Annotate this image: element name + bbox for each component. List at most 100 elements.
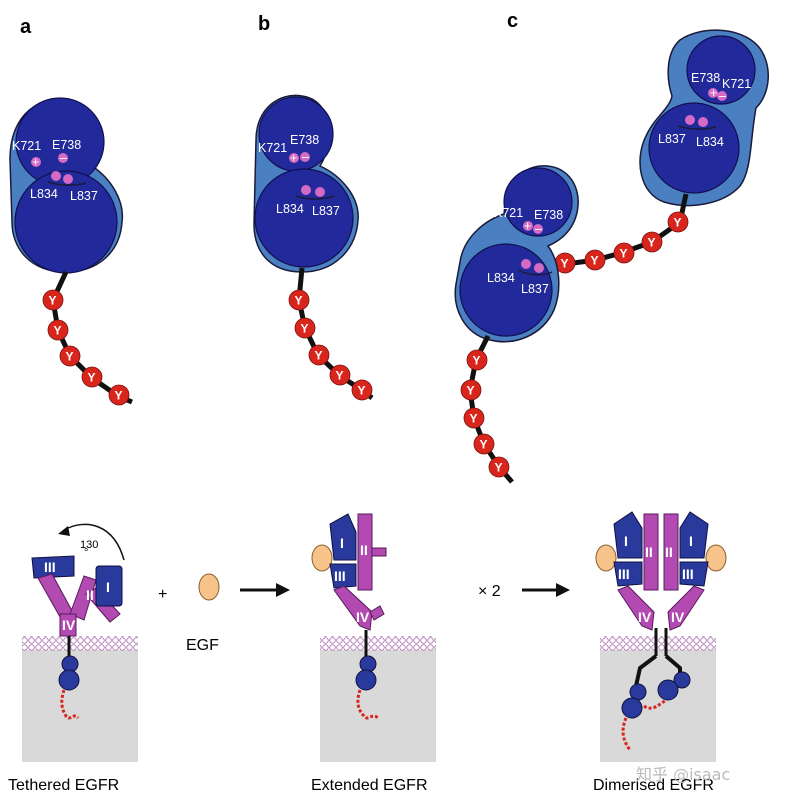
tyrosine-label: Y xyxy=(49,294,57,308)
domain-i-left xyxy=(613,511,643,559)
panel-label-b: b xyxy=(258,13,270,35)
dimerised-egfr: I III II IV I III II IV Dimerised EGFR xyxy=(593,511,727,794)
kinase-dimer-right-n xyxy=(673,671,691,689)
kinase-c-upper-n-lobe xyxy=(686,35,756,105)
extended-egfr: I III II IV Extended EGFR xyxy=(311,513,436,794)
kinase-c-upper-plus: + xyxy=(710,86,717,100)
kinase-c-link-tyrosines: Y Y Y Y Y xyxy=(554,211,689,274)
kinase-a-l834-marker xyxy=(51,171,61,181)
domain-i-right xyxy=(679,511,709,559)
domain-ii-left xyxy=(643,513,659,591)
domain-iii-label-ext: III xyxy=(334,568,346,584)
kinase-c-upper-k721-label: K721 xyxy=(722,77,751,91)
tyrosine-marker xyxy=(488,456,510,478)
kinase-c-upper-c-lobe xyxy=(648,102,740,194)
domain-iv-extended xyxy=(333,585,373,631)
egf-label: EGF xyxy=(186,637,219,654)
tyrosine-label: Y xyxy=(674,216,682,230)
tyrosine-label: Y xyxy=(115,389,123,403)
domain-iv-left xyxy=(617,585,655,631)
kinase-c-lower-l834-label: L834 xyxy=(487,271,515,285)
watermark: 知乎 @isaac xyxy=(636,765,730,784)
membrane-extended xyxy=(320,636,436,651)
kinase-c-lower-l834-marker xyxy=(521,259,531,269)
kinase-b-l834-label: L834 xyxy=(276,202,304,216)
domain-iii-right xyxy=(679,561,709,587)
kinase-c-upper-helix xyxy=(677,125,717,130)
tyrosine-marker xyxy=(466,349,488,371)
rotation-arrowhead xyxy=(58,526,70,536)
tyrosine-label: Y xyxy=(620,247,628,261)
kinase-c-upper-k721-marker xyxy=(717,91,727,101)
kinase-b-e738-marker xyxy=(300,152,310,162)
degree-label: ° xyxy=(84,547,88,559)
kinase-c-lower-minus: – xyxy=(535,222,542,236)
kinase-a-l834-label: L834 xyxy=(30,187,58,201)
domain-i-label-right: I xyxy=(689,533,693,549)
kinase-c-lower-l837-marker xyxy=(534,263,544,273)
domain-ii-right xyxy=(663,513,679,591)
tyrosine-label: Y xyxy=(480,438,488,452)
kinase-b-l834-marker xyxy=(301,185,311,195)
domain-iv-label-right: IV xyxy=(671,609,685,625)
kinase-c-lower-tyrosines: Y Y Y Y Y xyxy=(460,349,510,478)
kinase-a: + – K721 E738 L834 L837 Y Y Y Y Y xyxy=(9,97,133,406)
tyrosine-marker xyxy=(351,379,373,401)
kinase-c-lower-k721-label: K721 xyxy=(494,206,523,220)
domain-i-label-ext: I xyxy=(340,535,344,551)
kinase-c-lower-e738-marker xyxy=(533,224,543,234)
kinase-a-k721-label: K721 xyxy=(12,139,41,153)
kinase-b-tyrosines: Y Y Y Y Y xyxy=(288,289,373,401)
domain-ii-arm-extended xyxy=(371,547,387,557)
tyrosine-label: Y xyxy=(591,254,599,268)
kinase-b-e738-label: E738 xyxy=(290,133,319,147)
kinase-c-upper-e738-marker xyxy=(708,88,718,98)
domain-iv-tethered xyxy=(59,613,77,637)
domain-i-label: I xyxy=(106,579,110,595)
caption-tethered: Tethered EGFR xyxy=(8,777,119,794)
membrane-tethered xyxy=(22,636,138,651)
kinase-c-lower-helix xyxy=(517,269,553,276)
tail-dimer-link xyxy=(643,698,667,710)
angle-label: 130 xyxy=(80,539,98,551)
domain-i-tethered xyxy=(95,565,123,607)
tyrosine-marker xyxy=(47,319,69,341)
tyrosine-label: Y xyxy=(301,322,309,336)
kinase-a-minus: – xyxy=(60,151,67,165)
tyrosine-marker xyxy=(288,289,310,311)
kinase-c-upper-l834-label: L834 xyxy=(696,135,724,149)
tyrosine-label: Y xyxy=(54,324,62,338)
domain-iv-tip-extended xyxy=(369,605,385,621)
egf-bound-right xyxy=(705,544,727,572)
kinase-a-e738-label: E738 xyxy=(52,138,81,152)
domain-iv-label-ext: IV xyxy=(356,609,370,625)
tyrosine-marker xyxy=(59,345,81,367)
tyrosine-marker xyxy=(81,366,103,388)
domain-i-label-left: I xyxy=(624,533,628,549)
cytoplasm-tethered xyxy=(22,650,138,762)
kinase-dimer-left-c xyxy=(621,697,643,719)
cytoplasm-extended xyxy=(320,650,436,762)
domain-iii-label-right: III xyxy=(682,566,694,582)
kinase-small-c-ext xyxy=(355,669,377,691)
tyrosine-label: Y xyxy=(473,354,481,368)
kinase-a-l837-label: L837 xyxy=(70,189,98,203)
kinase-a-e738-marker xyxy=(58,153,68,163)
tyrosine-label: Y xyxy=(315,349,323,363)
domain-ii-label-left: II xyxy=(645,544,653,560)
tyrosine-label: Y xyxy=(561,257,569,271)
kinase-a-helix xyxy=(47,181,87,186)
tail-extended xyxy=(356,689,380,720)
tyrosine-marker xyxy=(108,384,130,406)
egf-ligand xyxy=(198,573,220,601)
tyrosine-label: Y xyxy=(295,294,303,308)
kinase-b: + – K721 E738 L834 L837 Y Y Y Y Y xyxy=(253,94,374,401)
times-two-label: × 2 xyxy=(478,583,501,600)
tyrosine-marker xyxy=(463,407,485,429)
egf-bound-extended xyxy=(311,544,333,572)
kinase-dimer-right-c xyxy=(657,679,679,701)
rotation-arrow xyxy=(63,523,125,561)
tyrosine-label: Y xyxy=(470,412,478,426)
kinase-a-l837-marker xyxy=(63,174,73,184)
domain-ii-label: II xyxy=(86,587,94,603)
